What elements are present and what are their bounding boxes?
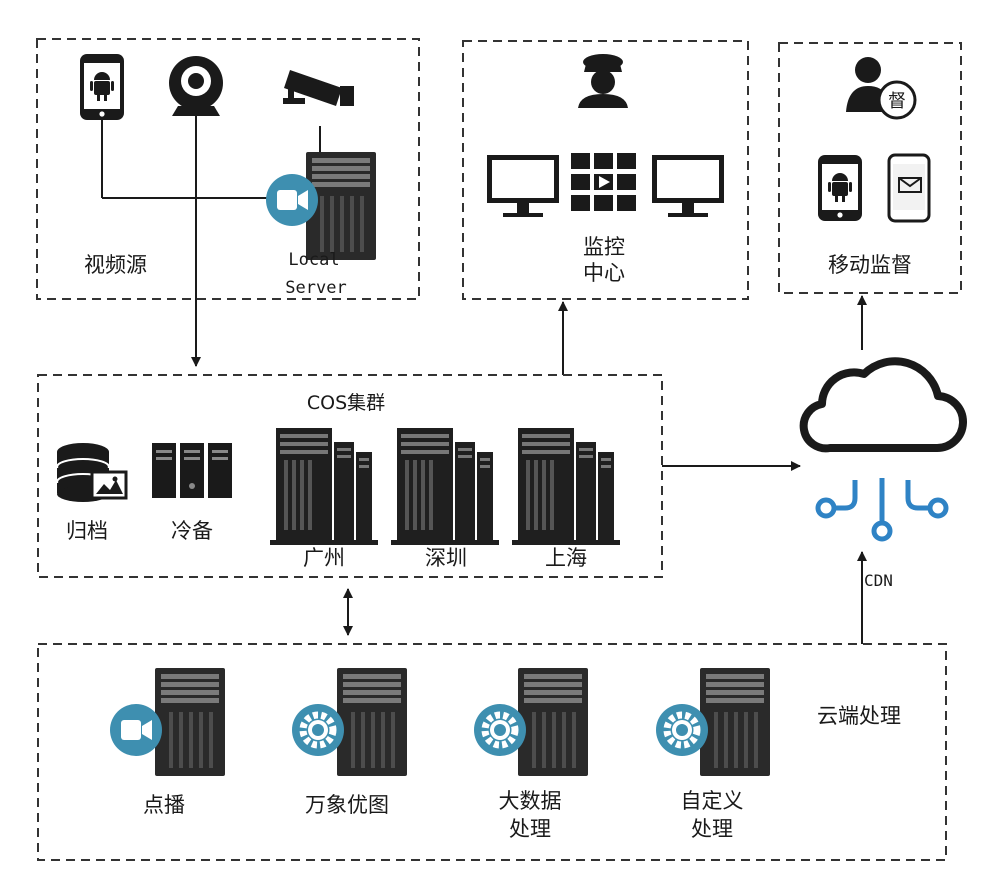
police-officer-icon [578, 54, 628, 108]
shanghai-rack-icon [512, 428, 620, 545]
guangzhou-label: 广州 [303, 546, 345, 570]
video-source-box [36, 38, 420, 300]
webcam-icon [169, 56, 223, 116]
vod-label: 点播 [143, 793, 185, 817]
right-monitor-icon [652, 155, 724, 217]
big-data-label-line2: 处理 [509, 817, 551, 841]
big-data-label-line1: 大数据 [499, 789, 562, 813]
cdn-label: CDN [864, 571, 893, 590]
cos-cluster-box [37, 374, 663, 578]
big-data-server-icon [518, 668, 588, 776]
custom-processing-server-icon [700, 668, 770, 776]
archive-database-icon [56, 443, 128, 502]
shanghai-label: 上海 [545, 546, 587, 570]
supervisor-person-icon: 督 [846, 57, 917, 120]
mobile-supervision-box [778, 42, 962, 294]
cloud-icon [799, 357, 967, 453]
mobile-android-phone-icon [818, 155, 862, 221]
android-phone-icon [80, 54, 124, 120]
video-wall-icon [571, 153, 636, 211]
custom-processing-gear-icon [656, 704, 708, 756]
local-server-label-line2: Server [285, 278, 346, 298]
video-camera-badge-icon [266, 174, 318, 226]
image-service-gear-icon [292, 704, 344, 756]
cold-backup-server-icon [152, 443, 232, 498]
mobile-supervision-label: 移动监督 [828, 253, 912, 277]
cold-backup-label: 冷备 [171, 519, 213, 543]
vod-video-badge-icon [110, 704, 162, 756]
shenzhen-rack-icon [391, 428, 499, 545]
cdn-network-icon [815, 478, 949, 542]
big-data-gear-icon [474, 704, 526, 756]
local-server-label-line1: Local [288, 250, 339, 270]
cloud-processing-title: 云端处理 [817, 704, 901, 728]
monitor-center-label-line1: 监控 [583, 235, 625, 259]
shenzhen-label: 深圳 [425, 546, 467, 570]
monitor-center-label-line2: 中心 [583, 261, 625, 285]
vod-server-icon [155, 668, 225, 776]
archive-label: 归档 [66, 519, 108, 543]
image-service-label: 万象优图 [305, 793, 389, 817]
monitor-center-box [462, 40, 749, 300]
custom-processing-label-line2: 处理 [691, 817, 733, 841]
mobile-mail-phone-icon [887, 153, 931, 223]
image-service-server-icon [337, 668, 407, 776]
custom-processing-label-line1: 自定义 [681, 789, 744, 813]
left-monitor-icon [487, 155, 559, 217]
guangzhou-rack-icon [270, 428, 378, 545]
cos-cluster-title: COS集群 [307, 392, 385, 414]
video-source-label: 视频源 [84, 253, 147, 277]
supervisor-badge-text: 督 [888, 91, 906, 112]
cloud-processing-box [37, 643, 947, 861]
cctv-camera-icon [283, 70, 354, 106]
